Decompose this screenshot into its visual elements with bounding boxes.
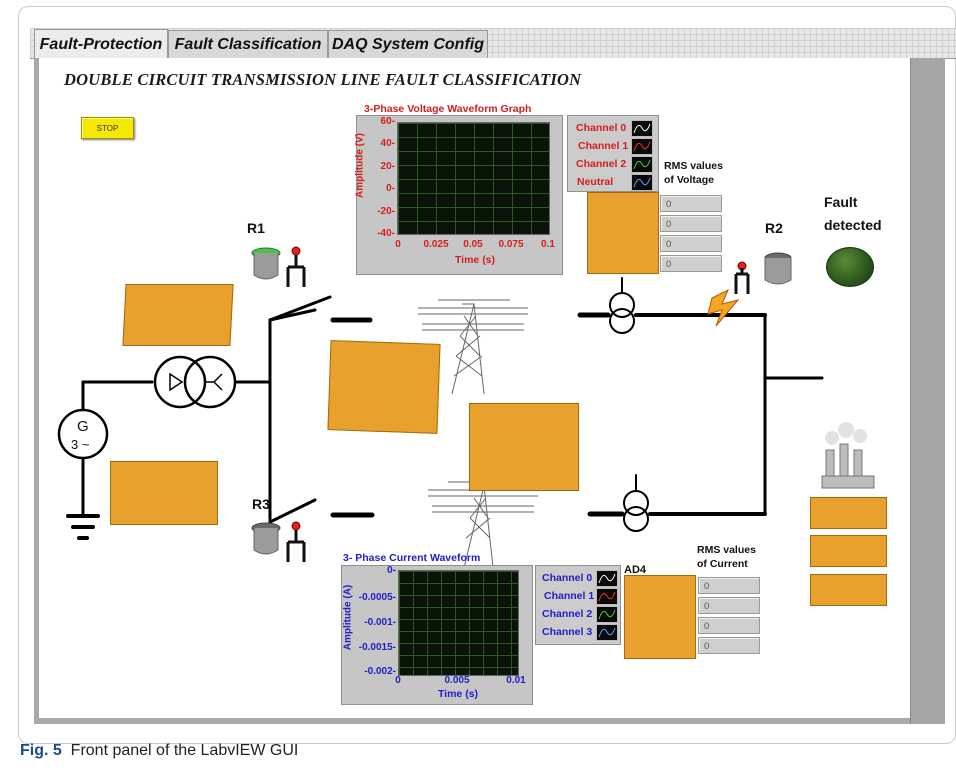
current-ytick: -0.0005- [358,592,396,603]
current-plot-area[interactable] [398,570,519,676]
tab-fault-protection[interactable]: Fault-Protection [34,29,168,59]
voltage-ytick: 60- [380,116,395,127]
transformer-module-image [122,284,234,346]
line-module-lower-image [469,403,579,491]
voltage-ytick: -40- [377,228,395,239]
legend-swatch-blue [596,624,618,641]
legend-swatch-red [631,138,653,155]
r2-breaker-switch[interactable] [734,250,810,296]
voltage-legend-item[interactable]: Neutral [577,176,614,188]
voltage-ytick: 20- [380,161,395,172]
voltage-ytick: -20- [377,206,395,217]
page-title: DOUBLE CIRCUIT TRANSMISSION LINE FAULT C… [64,70,582,89]
rms-current-label-1: RMS values [697,544,756,556]
legend-swatch-green [596,606,618,623]
fault-detected-line2: detected [824,217,882,233]
current-legend-item[interactable]: Channel 0 [542,572,593,584]
voltage-xtick: 0.1 [541,239,555,250]
current-xtick: 0.005 [444,675,470,686]
load-module-1-image [810,497,887,529]
line-module-upper-image [327,340,441,434]
voltage-xtick: 0.025 [423,239,449,250]
ad4-label: AD4 [624,564,647,576]
fault-lightning-icon [707,288,740,327]
voltage-graph-title: 3-Phase Voltage Waveform Graph [364,103,532,115]
voltage-legend-item[interactable]: Channel 1 [578,140,629,152]
current-legend-item[interactable]: Channel 3 [542,626,593,638]
legend-swatch-blue [631,174,653,191]
legend-swatch-red [596,588,618,605]
rms-voltage-field: 0 [660,195,722,212]
stop-button[interactable]: STOP [81,117,134,139]
legend-swatch-white [596,570,618,587]
current-ytick: 0- [387,565,396,576]
current-ytick: -0.0015- [358,642,396,653]
voltage-plot-area[interactable] [397,122,550,235]
rms-voltage-field: 0 [660,255,722,272]
fault-detected-led [826,247,874,287]
factory-icon [821,422,875,489]
load-module-3-image [810,574,887,606]
legend-swatch-white [631,120,653,137]
rms-current-label-2: of Current [697,558,748,570]
load-module-2-image [810,535,887,567]
voltage-xtick: 0 [395,239,401,250]
current-legend-item[interactable]: Channel 1 [544,590,595,602]
voltage-legend-item[interactable]: Channel 0 [576,122,627,134]
voltage-legend-item[interactable]: Channel 2 [576,158,627,170]
current-x-axis-label: Time (s) [437,688,479,700]
current-meter-module-image [624,575,696,659]
current-ytick: -0.002- [364,666,396,677]
tab-daq-system-config[interactable]: DAQ System Config [328,30,488,58]
r1-label: R1 [247,220,265,236]
r3-breaker-switch[interactable] [246,518,314,566]
current-graph-title: 3- Phase Current Waveform [343,552,481,564]
rms-current-field: 0 [698,617,760,634]
upper-tower-icon [418,299,528,395]
voltage-xtick: 0.075 [498,239,524,250]
figure-caption-text: Front panel of the LabvIEW GUI [70,742,299,759]
voltage-y-axis-label: Amplitude (V) [354,133,366,198]
fault-detected-line1: Fault [824,194,858,210]
current-legend-item[interactable]: Channel 2 [542,608,593,620]
rms-voltage-field: 0 [660,235,722,252]
current-xtick: 0.01 [506,675,526,686]
generator-label: G [77,418,89,435]
r1-breaker-switch[interactable] [246,243,314,291]
r3-label: R3 [252,496,270,512]
generator-module-image [110,461,218,525]
voltage-xtick: 0.05 [463,239,483,250]
tab-fault-classification[interactable]: Fault Classification [168,30,328,58]
voltage-ytick: 0- [386,183,395,194]
legend-swatch-green [631,156,653,173]
vertical-scrollbar[interactable] [910,58,945,724]
current-ytick: -0.001- [364,617,396,628]
figure-caption: Fig. 5 Front panel of the LabvIEW GUI [20,742,298,760]
figure-number: Fig. 5 [20,742,62,759]
voltage-ytick: 40- [380,138,395,149]
rms-voltage-field: 0 [660,215,722,232]
voltage-x-axis-label: Time (s) [454,254,496,266]
r2-label: R2 [765,220,783,236]
rms-current-field: 0 [698,577,760,594]
rms-voltage-label-2: of Voltage [664,174,714,186]
generator-phase-label: 3 ~ [71,437,90,452]
current-xtick: 0 [395,675,401,686]
voltage-meter-module-image [587,192,659,274]
rms-current-field: 0 [698,597,760,614]
rms-current-field: 0 [698,637,760,654]
rms-voltage-label-1: RMS values [664,160,723,172]
